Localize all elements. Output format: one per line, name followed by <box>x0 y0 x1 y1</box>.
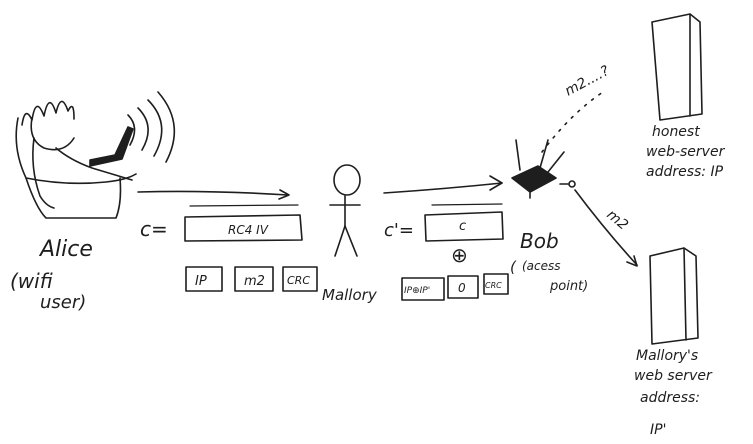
mallory-field-zero: 0 <box>448 276 478 298</box>
wifi-waves-icon <box>128 92 174 162</box>
honest-server-icon <box>652 14 702 120</box>
mallory-figure <box>330 165 360 256</box>
svg-text:0: 0 <box>458 281 466 295</box>
arrow-mallory-to-bob <box>384 176 502 193</box>
honest-server-label-1: honest <box>652 124 700 140</box>
mallory-server-label-2: web server <box>634 368 713 384</box>
mallory-server-icon <box>650 248 698 344</box>
arrow-alice-to-mallory <box>138 190 289 199</box>
link-label-mallory: m2 <box>603 207 631 234</box>
svg-text:IP: IP <box>195 274 207 289</box>
router-icon <box>512 140 575 198</box>
svg-text:m2: m2 <box>244 274 265 289</box>
xor-symbol: ⊕ <box>451 243 468 267</box>
bob-role-1: (acess <box>522 259 561 273</box>
svg-text:CRC: CRC <box>485 281 502 290</box>
alice-name: Alice <box>38 237 93 262</box>
alice-role-1: (wifi <box>10 269 53 293</box>
alice-field-ip: IP <box>186 267 222 291</box>
dotted-link-to-honest <box>542 90 606 152</box>
mallory-server-label-4: IP' <box>650 422 666 438</box>
packet-c-prime-prefix: c'= <box>384 220 414 241</box>
mallory-server-label-1: Mallory's <box>636 348 698 364</box>
alice-field-m2: m2 <box>235 267 273 291</box>
laptop-icon <box>90 127 133 166</box>
arrow-bob-to-mallory-server <box>575 190 637 266</box>
mallory-server-label-3: address: <box>640 390 700 406</box>
svg-text:CRC: CRC <box>287 274 310 287</box>
packet-c-prefix: c= <box>140 217 168 241</box>
mallory-field-crc: CRC <box>484 274 508 294</box>
alice-role-2: user) <box>40 292 86 313</box>
link-label-honest: m2....? <box>562 63 612 100</box>
packet-c-prime-text: c <box>459 219 466 234</box>
packet-c-prime: c <box>425 204 503 241</box>
bob-open-paren: ( <box>510 258 517 276</box>
bob-name: Bob <box>520 229 559 253</box>
honest-server-label-2: web-server <box>646 144 726 160</box>
mallory-name: Mallory <box>322 286 378 304</box>
svg-text:IP⊕IP': IP⊕IP' <box>404 286 430 296</box>
mallory-field-ip-xor: IP⊕IP' <box>402 278 444 300</box>
bob-role-2: point) <box>549 279 588 294</box>
honest-server-label-3: address: IP <box>646 164 724 180</box>
packet-c-text: RC4 IV <box>228 223 269 237</box>
packet-c: RC4 IV <box>185 205 302 241</box>
alice-field-crc: CRC <box>283 267 317 291</box>
